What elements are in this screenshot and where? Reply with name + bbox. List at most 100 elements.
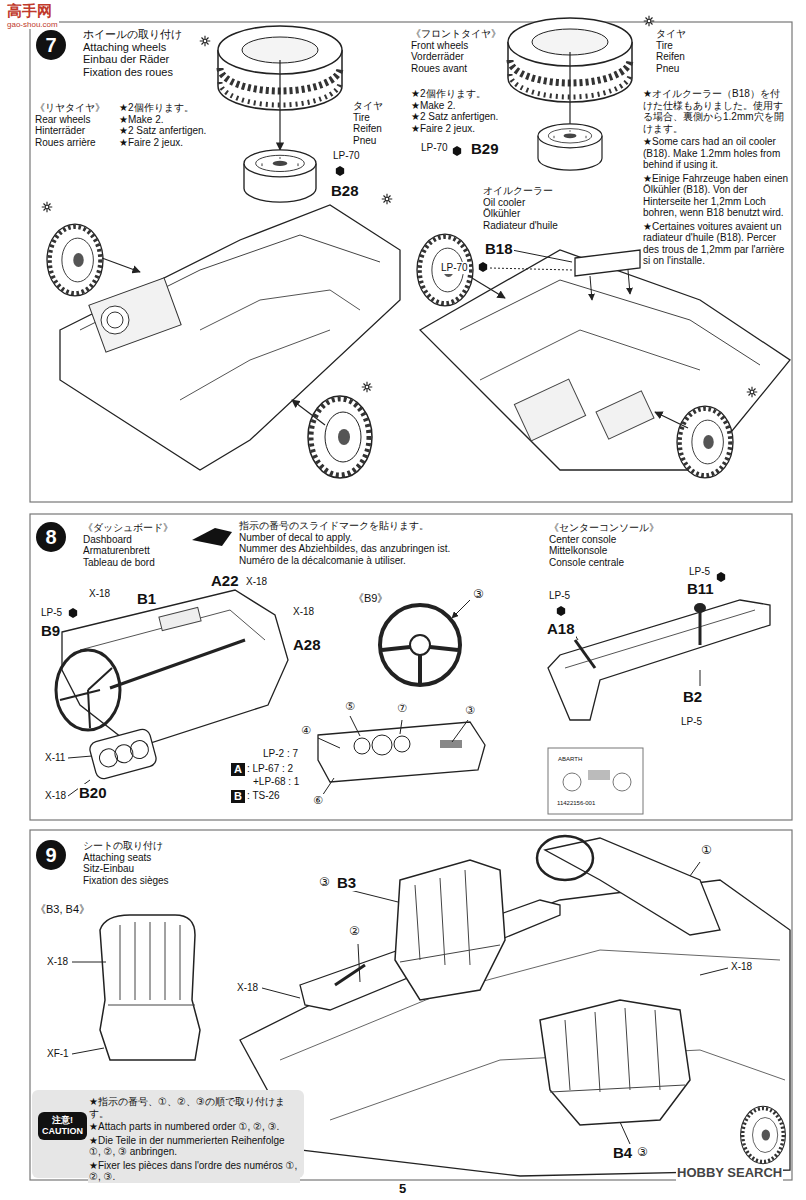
heading-text: Einbau der Räder [82,53,170,66]
note-text: ★Faire 2 jeux. [118,137,184,149]
note-text: ★Faire 2 jeux. [410,123,476,135]
page-number: 5 [398,1182,407,1197]
callout-number: ③ [636,1146,649,1160]
note-text: ★Attach parts in numbered order ①, ②, ③. [88,1121,300,1133]
part-label: B18 [484,240,514,257]
heading-text: 《B9》 [352,592,389,605]
heading-text: Console centrale [548,557,625,569]
note-text: ★Make 2. [410,100,457,112]
heading-text: 《リヤタイヤ》 [34,102,106,114]
note-text: 指示の番号のスライドマークを貼ります。 [238,520,430,532]
note-text: ★Einige Fahrzeuge haben einen Ölkühler (… [642,173,790,219]
part-label: B1 [136,590,157,607]
paint-code: LP-70 [440,262,469,274]
part-label: B4 [612,1144,633,1161]
step-number: 7 [36,30,66,60]
part-label: A18 [546,620,576,637]
heading-text: Attaching seats [82,852,152,864]
node-text: CAUTION [42,1126,83,1137]
heading-text: Rear wheels [34,114,92,126]
node-text: 注意! [42,1115,83,1126]
part-label: B20 [78,784,108,801]
heading-text: Dashboard [82,534,133,546]
heading-text: Fixation des sièges [82,875,170,887]
part-label: B11 [686,580,715,597]
heading-text: Mittelkonsole [548,545,608,557]
paint-code: LP-5 [688,566,711,578]
paint-code: X-18 [88,588,111,600]
paint-code: : TS-26 [246,790,281,802]
note-text: ★Some cars had an oil cooler (B18). Make… [642,136,790,171]
part-label: タイヤ [655,28,687,40]
heading-text: Roues avant [410,63,468,75]
heading-text: ホイールの取り付け [82,28,183,41]
note-text: ★Make 2. [118,114,165,126]
caution-badge: 注意!CAUTION [38,1112,87,1140]
part-label: Reifen [655,51,686,63]
note-text: ★オイルクーラー（B18）を付けた仕様もありました。使用する場合、裏側から1.2… [642,88,790,134]
note-text: Number of decal to apply. [238,532,353,544]
heading-text: Fixation des roues [82,66,174,79]
watermark: 高手网 [6,2,53,19]
part-label: Pneu [352,135,377,147]
note-text: Nummer des Abziehbildes, das anzubringen… [238,543,451,555]
part-label: Radiateur d'huile [482,220,559,232]
paint-code: LP-5 [548,590,571,602]
heading-text: Front wheels [410,40,469,52]
callout-number: ③ [318,876,331,890]
paint-code: X-11 [44,752,66,764]
note-text: ★2 Satz anfertigen. [118,125,207,137]
paint-code: LP-2 : 7 [262,748,299,760]
paint-key: A [231,763,245,776]
part-label: Pneu [655,63,680,75]
paint-code: X-18 [292,606,315,618]
paint-key: B [231,790,245,803]
paint-code: LP-5 [40,607,63,619]
part-label: A28 [292,636,322,653]
heading-text: Center console [548,534,617,546]
callout-number: ③ [472,588,485,602]
paint-code: : LP-67 : 2 [246,763,294,775]
paint-code: X-18 [245,576,268,588]
callout-number: ③ [464,704,476,717]
part-label: B9 [40,622,61,639]
part-label: B3 [336,874,357,891]
paint-code: XF-1 [46,1048,70,1060]
part-label: Oil cooler [482,197,526,209]
heading-text: シートの取り付け [82,840,164,852]
heading-text: 《ダッシュボード》 [82,522,174,534]
paint-code: LP-70 [420,142,449,154]
note-text: ★2個作ります。 [118,102,195,114]
part-label: Ölkühler [482,208,521,220]
part-label: B29 [470,140,500,157]
note-text: ★Die Teile in der nummerierten Reihenfol… [88,1135,300,1158]
decal-text: ABARTH [557,756,583,763]
callout-number: ⑦ [396,702,408,715]
node-text: 7 [45,35,56,55]
callout-number: ⑥ [312,794,324,807]
note-text: ★2 Satz anfertigen. [410,111,499,123]
part-label: B2 [682,688,703,705]
heading-text: 《センターコンソール》 [548,522,660,534]
part-label: Reifen [352,123,383,135]
heading-text: 《フロントタイヤ》 [410,28,502,40]
note-text: ★指示の番号、①、②、③の順で取り付けます。 [88,1096,300,1119]
note-text: ★Fixer les pièces dans l'ordre des numér… [88,1160,300,1183]
paint-code: X-18 [46,956,69,968]
part-label: オイルクーラー [482,185,554,197]
paint-code: +LP-68 : 1 [252,776,300,788]
part-label: B28 [330,182,360,199]
step-number: 8 [36,522,66,552]
paint-code: X-18 [730,961,753,973]
heading-text: Tableau de bord [82,557,156,569]
heading-text: Attaching wheels [82,41,167,54]
heading-text: 《B3, B4》 [34,903,91,916]
part-label: Tire [655,40,674,52]
heading-text: Sitz-Einbau [82,863,135,875]
watermark: gao-shou.com [6,20,59,29]
watermark: HOBBY SEARCH [676,1166,783,1181]
step-number: 9 [36,840,66,870]
note-text: ★Certaines voitures avaient un radiateur… [642,221,790,267]
callout-number: ④ [300,724,312,737]
heading-text: Hinterräder [34,125,86,137]
